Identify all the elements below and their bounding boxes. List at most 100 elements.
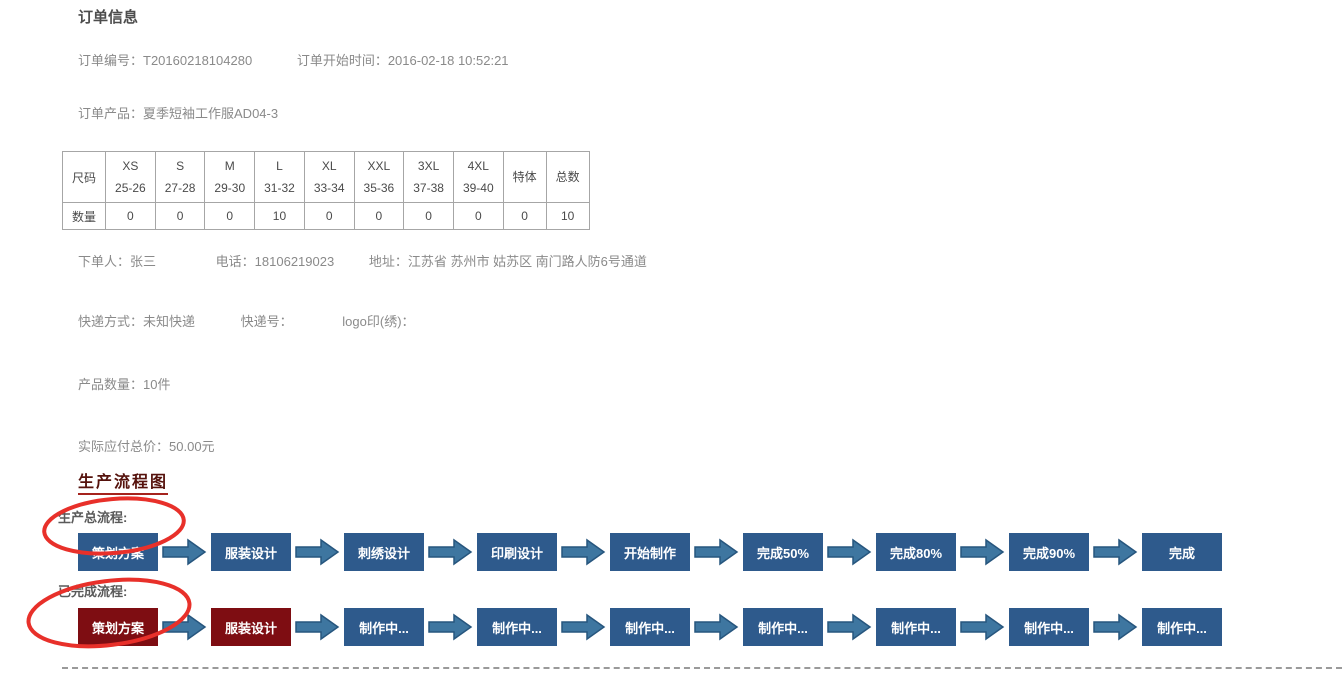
tracking-number-label: 快递号： [240,314,293,329]
size-code: XXL [367,159,391,173]
size-range: 33-34 [313,181,345,195]
product-quantity-label: 产品数量： [78,377,144,392]
flow-step-box: 制作中... [477,608,557,646]
flow-arrow-icon [295,613,340,641]
flow-arrow-icon [561,538,606,566]
flow-arrow-icon [960,613,1005,641]
size-code: 4XL [467,159,489,173]
flow-arrow-icon [561,613,606,641]
shipping-method-label: 快递方式： [78,314,144,329]
order-product-value: 夏季短袖工作服AD04-3 [143,106,279,121]
quantity-cell: 0 [105,202,156,230]
flow-step-box: 服装设计 [211,608,291,646]
flow-arrow-icon [162,613,207,641]
size-range: 31-32 [264,181,295,195]
size-header-cell: 尺码 [61,151,107,203]
flow-step-box: 完成50% [743,533,823,571]
quantity-cell: 0 [502,202,547,230]
flow-row-label-completed: 已完成流程: [58,584,128,599]
flow-step-box: 完成90% [1009,533,1089,571]
flow-arrow-icon [1093,538,1138,566]
flow-step-box: 开始制作 [610,533,690,571]
flow-arrow-icon [428,613,473,641]
quantity-cell: 0 [353,202,405,230]
flow-row-total: 策划方案服装设计刺绣设计印刷设计开始制作完成50%完成80%完成90%完成 [78,533,1226,571]
shipping-method-value: 未知快递 [143,314,196,329]
flow-step-box: 完成 [1142,533,1222,571]
quantity-cell: 0 [452,202,504,230]
flow-arrow-icon [295,538,340,566]
total-price-value: 50.00元 [169,439,215,454]
order-start-time-label: 订单开始时间： [296,53,388,68]
size-range: 37-38 [413,181,444,195]
flow-step-box: 制作中... [610,608,690,646]
shipping-line: 快递方式：未知快递 快递号： logo印(绣)： [78,311,415,330]
buyer-label: 下单人： [78,254,131,269]
phone-value: 18106219023 [254,254,335,269]
quantity-cell: 0 [403,202,454,230]
size-column-header: XS 25-26 [105,151,156,203]
flow-step-box: 服装设计 [211,533,291,571]
address-value: 江苏省 苏州市 姑苏区 南门路人防6号通道 [407,254,647,269]
quantity-cell: 10 [254,202,305,230]
flow-arrow-icon [428,538,473,566]
size-code: L [276,159,283,173]
order-number-label: 订单编号： [78,53,144,68]
flow-step-box: 制作中... [1142,608,1222,646]
tracking-number-field: 快递号： [241,311,293,330]
order-start-time-value: 2016-02-18 10:52:21 [387,53,509,68]
quantity-cell: 0 [303,202,355,230]
buyer-value: 张三 [130,254,157,269]
page-title: 订单信息 [78,9,139,26]
flow-arrow-icon [960,538,1005,566]
size-column-header: 特体 [502,151,547,203]
logo-print-label: logo印(绣)： [342,314,415,329]
flow-arrow-icon [827,613,872,641]
size-column-header: L 31-32 [254,151,305,203]
product-quantity-line: 产品数量：10件 [78,374,170,393]
quantity-cell: 0 [204,202,256,230]
address-field: 地址：江苏省 苏州市 姑苏区 南门路人防6号通道 [369,251,647,270]
total-price-label: 实际应付总价： [78,439,170,454]
size-code: 总数 [555,170,580,184]
size-code: XS [122,159,139,173]
flow-arrow-icon [694,538,739,566]
flow-step-box: 刺绣设计 [344,533,424,571]
flow-step-box: 制作中... [876,608,956,646]
flow-step-box: 完成80% [876,533,956,571]
order-number-value: T20160218104280 [143,53,253,68]
flow-chart-heading: 生产流程图 [78,468,169,495]
quantity-cell: 0 [154,202,206,230]
quantity-header-cell: 数量 [61,202,107,230]
flow-arrow-icon [827,538,872,566]
order-meta-line: 订单编号：T20160218104280 订单开始时间：2016-02-18 1… [78,50,509,69]
order-product-line: 订单产品：夏季短袖工作服AD04-3 [78,103,278,122]
order-start-time-field: 订单开始时间：2016-02-18 10:52:21 [297,50,509,69]
order-product-label: 订单产品： [78,106,144,121]
buyer-field: 下单人：张三 [78,251,156,270]
flow-step-box: 制作中... [344,608,424,646]
total-price-line: 实际应付总价：50.00元 [78,436,215,455]
flow-step-box: 印刷设计 [477,533,557,571]
flow-step-box: 策划方案 [78,608,158,646]
size-range: 25-26 [115,181,146,195]
logo-print-field: logo印(绣)： [342,311,414,330]
flow-row-completed: 策划方案 服装设计 制作中... 制作中... 制作中... 制作中... 制作中... 制作… [78,608,1226,646]
address-label: 地址： [368,254,408,269]
flow-step-box: 制作中... [1009,608,1089,646]
flow-arrow-icon [1093,613,1138,641]
phone-field: 电话：18106219023 [216,251,335,270]
size-range: 27-28 [164,181,196,195]
quantity-cell: 10 [545,202,590,230]
size-code: M [224,159,235,173]
shipping-method-field: 快递方式：未知快递 [78,311,195,330]
size-code: 特体 [512,170,537,184]
